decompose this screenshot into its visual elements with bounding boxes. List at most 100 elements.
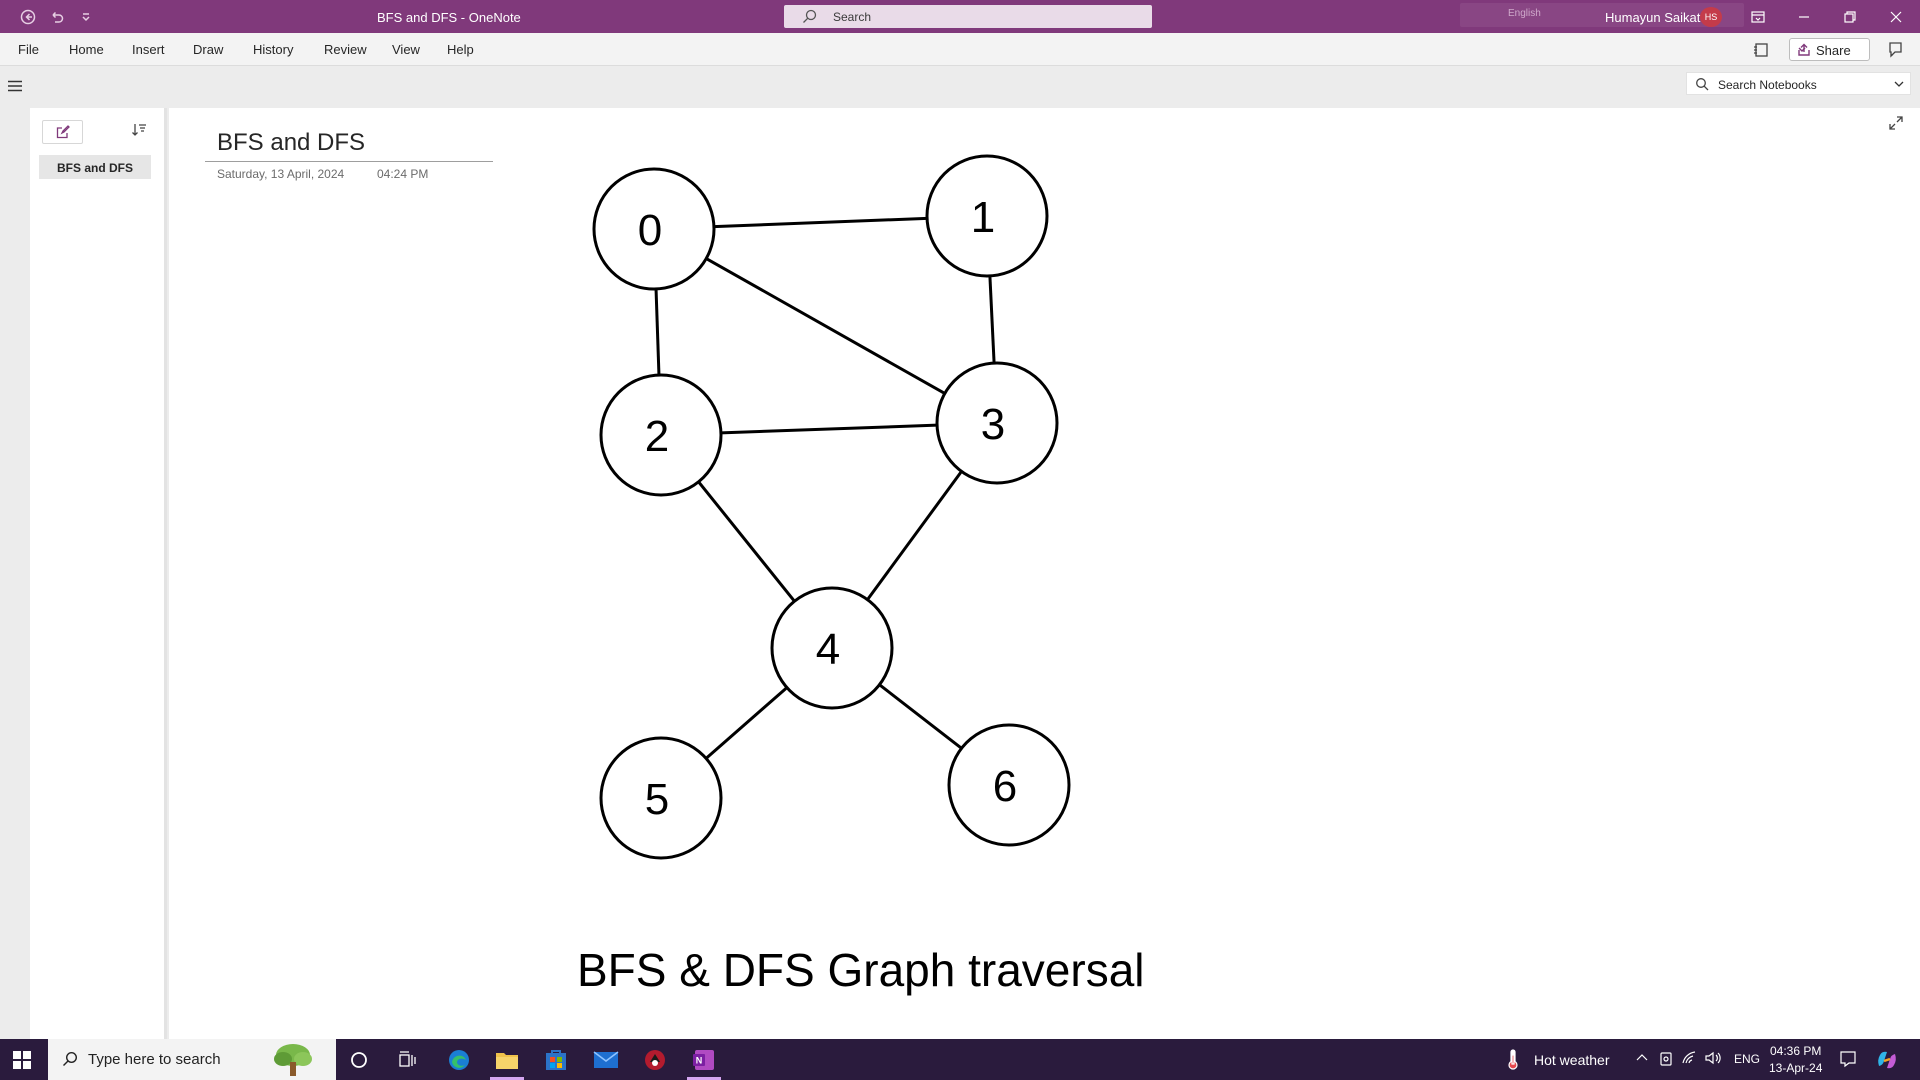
language-overlay: [1460, 3, 1744, 27]
share-button[interactable]: Share: [1789, 38, 1870, 61]
chevron-down-icon[interactable]: [1893, 78, 1905, 90]
back-button[interactable]: [16, 6, 40, 28]
menu-home[interactable]: Home: [69, 42, 104, 57]
graph-node-label-6: 6: [993, 762, 1017, 811]
menu-help[interactable]: Help: [447, 42, 474, 57]
weather-widget-button[interactable]: [1506, 1048, 1520, 1075]
page-item-bfs-and-dfs[interactable]: BFS and DFS: [39, 155, 151, 179]
menu-file[interactable]: File: [18, 42, 39, 57]
meet-now-button[interactable]: [1659, 1051, 1673, 1072]
red-app-icon: [645, 1050, 665, 1070]
undo-icon: [52, 11, 64, 23]
graph-edge-2-3: [720, 423, 938, 435]
cortana-button[interactable]: [346, 1047, 372, 1073]
page-title[interactable]: BFS and DFS: [217, 129, 366, 156]
task-view-button[interactable]: [395, 1047, 421, 1073]
graph-caption[interactable]: BFS & DFS Graph traversal: [577, 944, 1145, 996]
weather-text[interactable]: Hot weather: [1534, 1052, 1610, 1068]
minimize-icon: [1799, 15, 1809, 18]
onenote-icon: N: [693, 1050, 714, 1070]
minimize-button[interactable]: [1781, 0, 1827, 33]
action-center-icon: [1840, 1051, 1856, 1068]
feedback-button[interactable]: [1884, 39, 1906, 61]
graph-node-6: [947, 723, 1071, 847]
full-page-view-button[interactable]: [1889, 116, 1903, 135]
search-icon: [803, 9, 817, 23]
graph-node-2: [599, 373, 723, 497]
wifi-icon: [1682, 1051, 1696, 1064]
document-title: BFS and DFS - OneNote: [377, 10, 521, 25]
graph-node-5: [599, 736, 723, 860]
show-hidden-icons-button[interactable]: [1635, 1051, 1649, 1070]
thermometer-icon: [1508, 1049, 1518, 1070]
edge-browser-icon: [449, 1050, 469, 1070]
user-name[interactable]: Humayun Saikat: [1605, 10, 1701, 25]
volume-button[interactable]: [1705, 1051, 1721, 1070]
page-canvas[interactable]: BFS and DFS Saturday, 13 April, 2024 04:…: [169, 108, 1920, 1039]
hamburger-menu-icon: [8, 80, 22, 92]
taskbar-file-explorer[interactable]: [494, 1047, 520, 1073]
svg-text:N: N: [696, 1056, 703, 1066]
quick-access-menu-button[interactable]: [74, 6, 98, 28]
avatar[interactable]: HS: [1700, 7, 1722, 27]
sort-pages-button[interactable]: [131, 122, 147, 143]
notebook-view-button[interactable]: [1750, 39, 1772, 61]
chevron-up-icon: [1636, 1054, 1648, 1061]
folder-icon: [496, 1053, 518, 1069]
ribbon-display-options-button[interactable]: [1735, 0, 1781, 33]
graph-edge-4-5: [705, 686, 788, 760]
language-overlay-label: English: [1508, 8, 1541, 19]
graph-node-4: [770, 586, 894, 710]
title-search-box[interactable]: Search: [784, 5, 1152, 28]
graph-edge-0-2: [654, 288, 661, 376]
notebook-search-placeholder: Search Notebooks: [1718, 78, 1817, 92]
page-item-label: BFS and DFS: [57, 161, 134, 175]
network-button[interactable]: [1682, 1051, 1698, 1070]
close-button[interactable]: [1873, 0, 1919, 33]
navigation-row: Search Notebooks: [0, 67, 1920, 104]
taskbar-edge[interactable]: [446, 1047, 472, 1073]
taskbar-app[interactable]: [642, 1047, 668, 1073]
restore-button[interactable]: [1827, 0, 1873, 33]
menu-view[interactable]: View: [392, 42, 420, 57]
menu-draw[interactable]: Draw: [193, 42, 224, 57]
onenote-active-indicator: [687, 1077, 721, 1080]
copilot-button[interactable]: [1876, 1049, 1898, 1076]
close-icon: [1890, 11, 1902, 22]
menu-insert[interactable]: Insert: [132, 42, 165, 57]
input-language[interactable]: ENG: [1734, 1052, 1761, 1066]
notebook-search-box[interactable]: Search Notebooks: [1686, 72, 1911, 95]
clock-time[interactable]: 04:36 PM: [1770, 1044, 1822, 1058]
copilot-icon: [1878, 1051, 1896, 1069]
taskbar-store[interactable]: [543, 1047, 569, 1073]
video-camera-icon: [1660, 1052, 1672, 1066]
menu-history[interactable]: History: [253, 42, 294, 57]
new-page-icon: [56, 125, 70, 139]
title-bar: BFS and DFS - OneNote Search English Hum…: [0, 0, 1920, 33]
taskbar: Type here to search N Hot weather: [0, 1039, 1920, 1080]
navigation-toggle-button[interactable]: [7, 79, 23, 97]
taskbar-onenote[interactable]: N: [691, 1047, 717, 1073]
share-label: Share: [1816, 43, 1851, 58]
task-view-icon: [399, 1051, 416, 1067]
menu-review[interactable]: Review: [324, 42, 367, 57]
graph-node-label-0: 0: [638, 206, 662, 255]
start-button[interactable]: [12, 1050, 32, 1075]
notifications-button[interactable]: [1839, 1050, 1857, 1073]
expand-icon: [1889, 116, 1903, 130]
taskbar-mail[interactable]: [593, 1047, 619, 1073]
search-icon: [1696, 78, 1709, 91]
cortana-icon: [351, 1052, 367, 1068]
graph-node-label-1: 1: [971, 193, 995, 242]
graph-node-label-3: 3: [981, 400, 1005, 449]
customize-toolbar-icon: [82, 13, 90, 22]
clock-date[interactable]: 13-Apr-24: [1769, 1061, 1823, 1075]
add-page-button[interactable]: [42, 120, 83, 144]
search-icon: [63, 1051, 78, 1066]
ribbon-display-icon: [1751, 10, 1765, 23]
graph-node-label-4: 4: [816, 625, 840, 674]
undo-button[interactable]: [45, 6, 69, 28]
taskbar-search-box[interactable]: Type here to search: [48, 1039, 336, 1080]
